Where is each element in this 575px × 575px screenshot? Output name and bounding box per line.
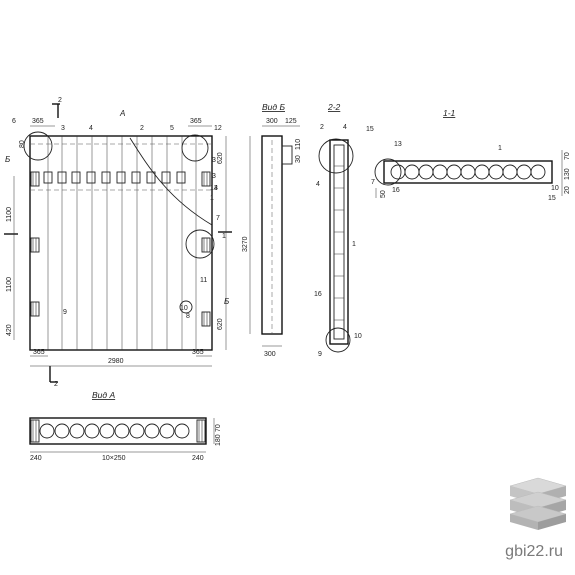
section-11-hollows xyxy=(390,164,546,180)
view-b-dim-300-bottom: 300 xyxy=(264,351,276,358)
section-22-title: 2-2 xyxy=(327,102,341,112)
section-11-outline xyxy=(383,160,553,184)
view-a: Вид А 240 10×250 240 70 180 xyxy=(29,390,222,462)
s11-callout-1: 1 xyxy=(498,145,502,152)
break-line xyxy=(129,137,213,226)
detail-circle-top-right xyxy=(181,134,209,162)
s22-callout-15: 15 xyxy=(366,126,374,133)
s22-callout-1: 1 xyxy=(352,241,356,248)
site-logo-icon xyxy=(509,477,567,530)
s22-callout-9: 9 xyxy=(318,351,322,358)
view-b-title: Вид Б xyxy=(262,102,285,112)
top-openings-row xyxy=(43,171,186,184)
detail-circle-right-mid xyxy=(185,229,215,259)
main-plan-view: 2 2 1 А Б Б 365 365 365 2980 365 1100 11… xyxy=(4,97,232,388)
s11-dim-50: 50 xyxy=(380,190,387,198)
callout-1: 1 xyxy=(210,195,214,202)
mark-b-left: Б xyxy=(5,155,10,164)
dim-bottom-right: 365 xyxy=(192,349,204,356)
detail-circle-right-low xyxy=(179,300,193,314)
callout-3c: 3 xyxy=(212,173,216,180)
s11-dim-15: 15 xyxy=(548,195,556,202)
dim-left-1100-bottom: 1100 xyxy=(6,277,13,292)
dim-right-620-top: 620 xyxy=(217,152,224,164)
section-2-2: 2-2 2 4 15 4 1 16 9 10 xyxy=(314,102,374,358)
section-11-detail xyxy=(374,158,402,186)
view-a-hollows xyxy=(39,423,190,439)
section-1-1: 1-1 13 1 7 16 70 130 20 50 15 10 xyxy=(371,108,571,202)
s11-dim-70: 70 xyxy=(564,152,571,160)
watermark-text: gbi22.ru xyxy=(505,543,563,560)
s22-callout-16: 16 xyxy=(314,291,322,298)
s22-callout-10: 10 xyxy=(354,333,362,340)
s22-callout-2: 2 xyxy=(320,124,324,131)
view-b-dim-110: 110 xyxy=(295,139,302,150)
dim-bottom-left: 365 xyxy=(33,349,45,356)
dim-right-620-bottom: 620 xyxy=(217,318,224,330)
callout-10: 10 xyxy=(180,305,188,312)
view-a-dim-240-left: 240 xyxy=(30,455,42,462)
dim-left-420: 420 xyxy=(6,324,13,336)
detail-circle-top-left xyxy=(23,131,53,161)
section-22-detail-top xyxy=(318,138,354,174)
view-b-dim-3270: 3270 xyxy=(242,236,249,252)
callout-8: 8 xyxy=(186,313,190,320)
callout-4b: 4 xyxy=(214,185,218,192)
mark-1-right: 1 xyxy=(222,233,226,240)
s22-callout-4: 4 xyxy=(343,124,347,131)
view-b: Вид Б 300 125 110 30 3270 300 xyxy=(242,102,302,358)
callout-9: 9 xyxy=(63,309,67,316)
callout-6: 6 xyxy=(12,118,16,125)
mark-b-right: Б xyxy=(224,297,229,306)
dim-bottom-total: 2980 xyxy=(108,358,124,365)
callout-7: 7 xyxy=(216,215,220,222)
s11-dim-130: 130 xyxy=(564,168,571,180)
dim-left-80: 80 xyxy=(19,140,26,148)
section-22-outline xyxy=(329,139,349,345)
dim-top-left: 365 xyxy=(32,118,44,125)
callout-3: 3 xyxy=(61,125,65,132)
callout-13: 13 xyxy=(210,185,218,192)
section-11-title: 1-1 xyxy=(443,108,456,118)
s11-callout-16: 16 xyxy=(392,187,400,194)
view-a-title: Вид А xyxy=(92,390,115,400)
mark-2-bottom: 2 xyxy=(54,381,58,388)
callout-5: 5 xyxy=(170,125,174,132)
dim-left-1100-top: 1100 xyxy=(6,207,13,222)
view-b-dim-30: 30 xyxy=(295,155,302,163)
mark-2-top: 2 xyxy=(58,97,62,104)
s22-callout-4b: 4 xyxy=(316,181,320,188)
dim-top-right: 365 xyxy=(190,118,202,125)
s11-callout-7: 7 xyxy=(371,179,375,186)
view-a-dim-180: 180 xyxy=(215,434,222,446)
callout-4: 4 xyxy=(89,125,93,132)
view-a-dim-10x250: 10×250 xyxy=(102,455,126,462)
view-b-dim-125: 125 xyxy=(285,118,297,125)
panel-internal-lines xyxy=(30,136,212,350)
view-b-dim-300: 300 xyxy=(266,118,278,125)
s11-callout-13: 13 xyxy=(394,141,402,148)
section-22-rungs xyxy=(334,165,344,321)
callout-2: 2 xyxy=(140,125,144,132)
mark-a-top: А xyxy=(119,109,125,118)
callout-11: 11 xyxy=(200,277,207,284)
callout-3b: 3 xyxy=(212,157,216,164)
section-markers xyxy=(4,103,232,383)
panel-outline xyxy=(29,135,213,351)
callout-12: 12 xyxy=(214,125,222,132)
embedded-plates xyxy=(30,171,211,327)
s11-dim-20: 20 xyxy=(564,186,571,194)
view-a-dim-240-right: 240 xyxy=(192,455,204,462)
section-22-detail-bottom xyxy=(325,327,351,353)
view-a-dim-70: 70 xyxy=(215,424,222,432)
main-dimension-lines xyxy=(13,125,227,367)
s11-dim-10: 10 xyxy=(551,185,559,192)
view-a-outline xyxy=(29,417,207,445)
